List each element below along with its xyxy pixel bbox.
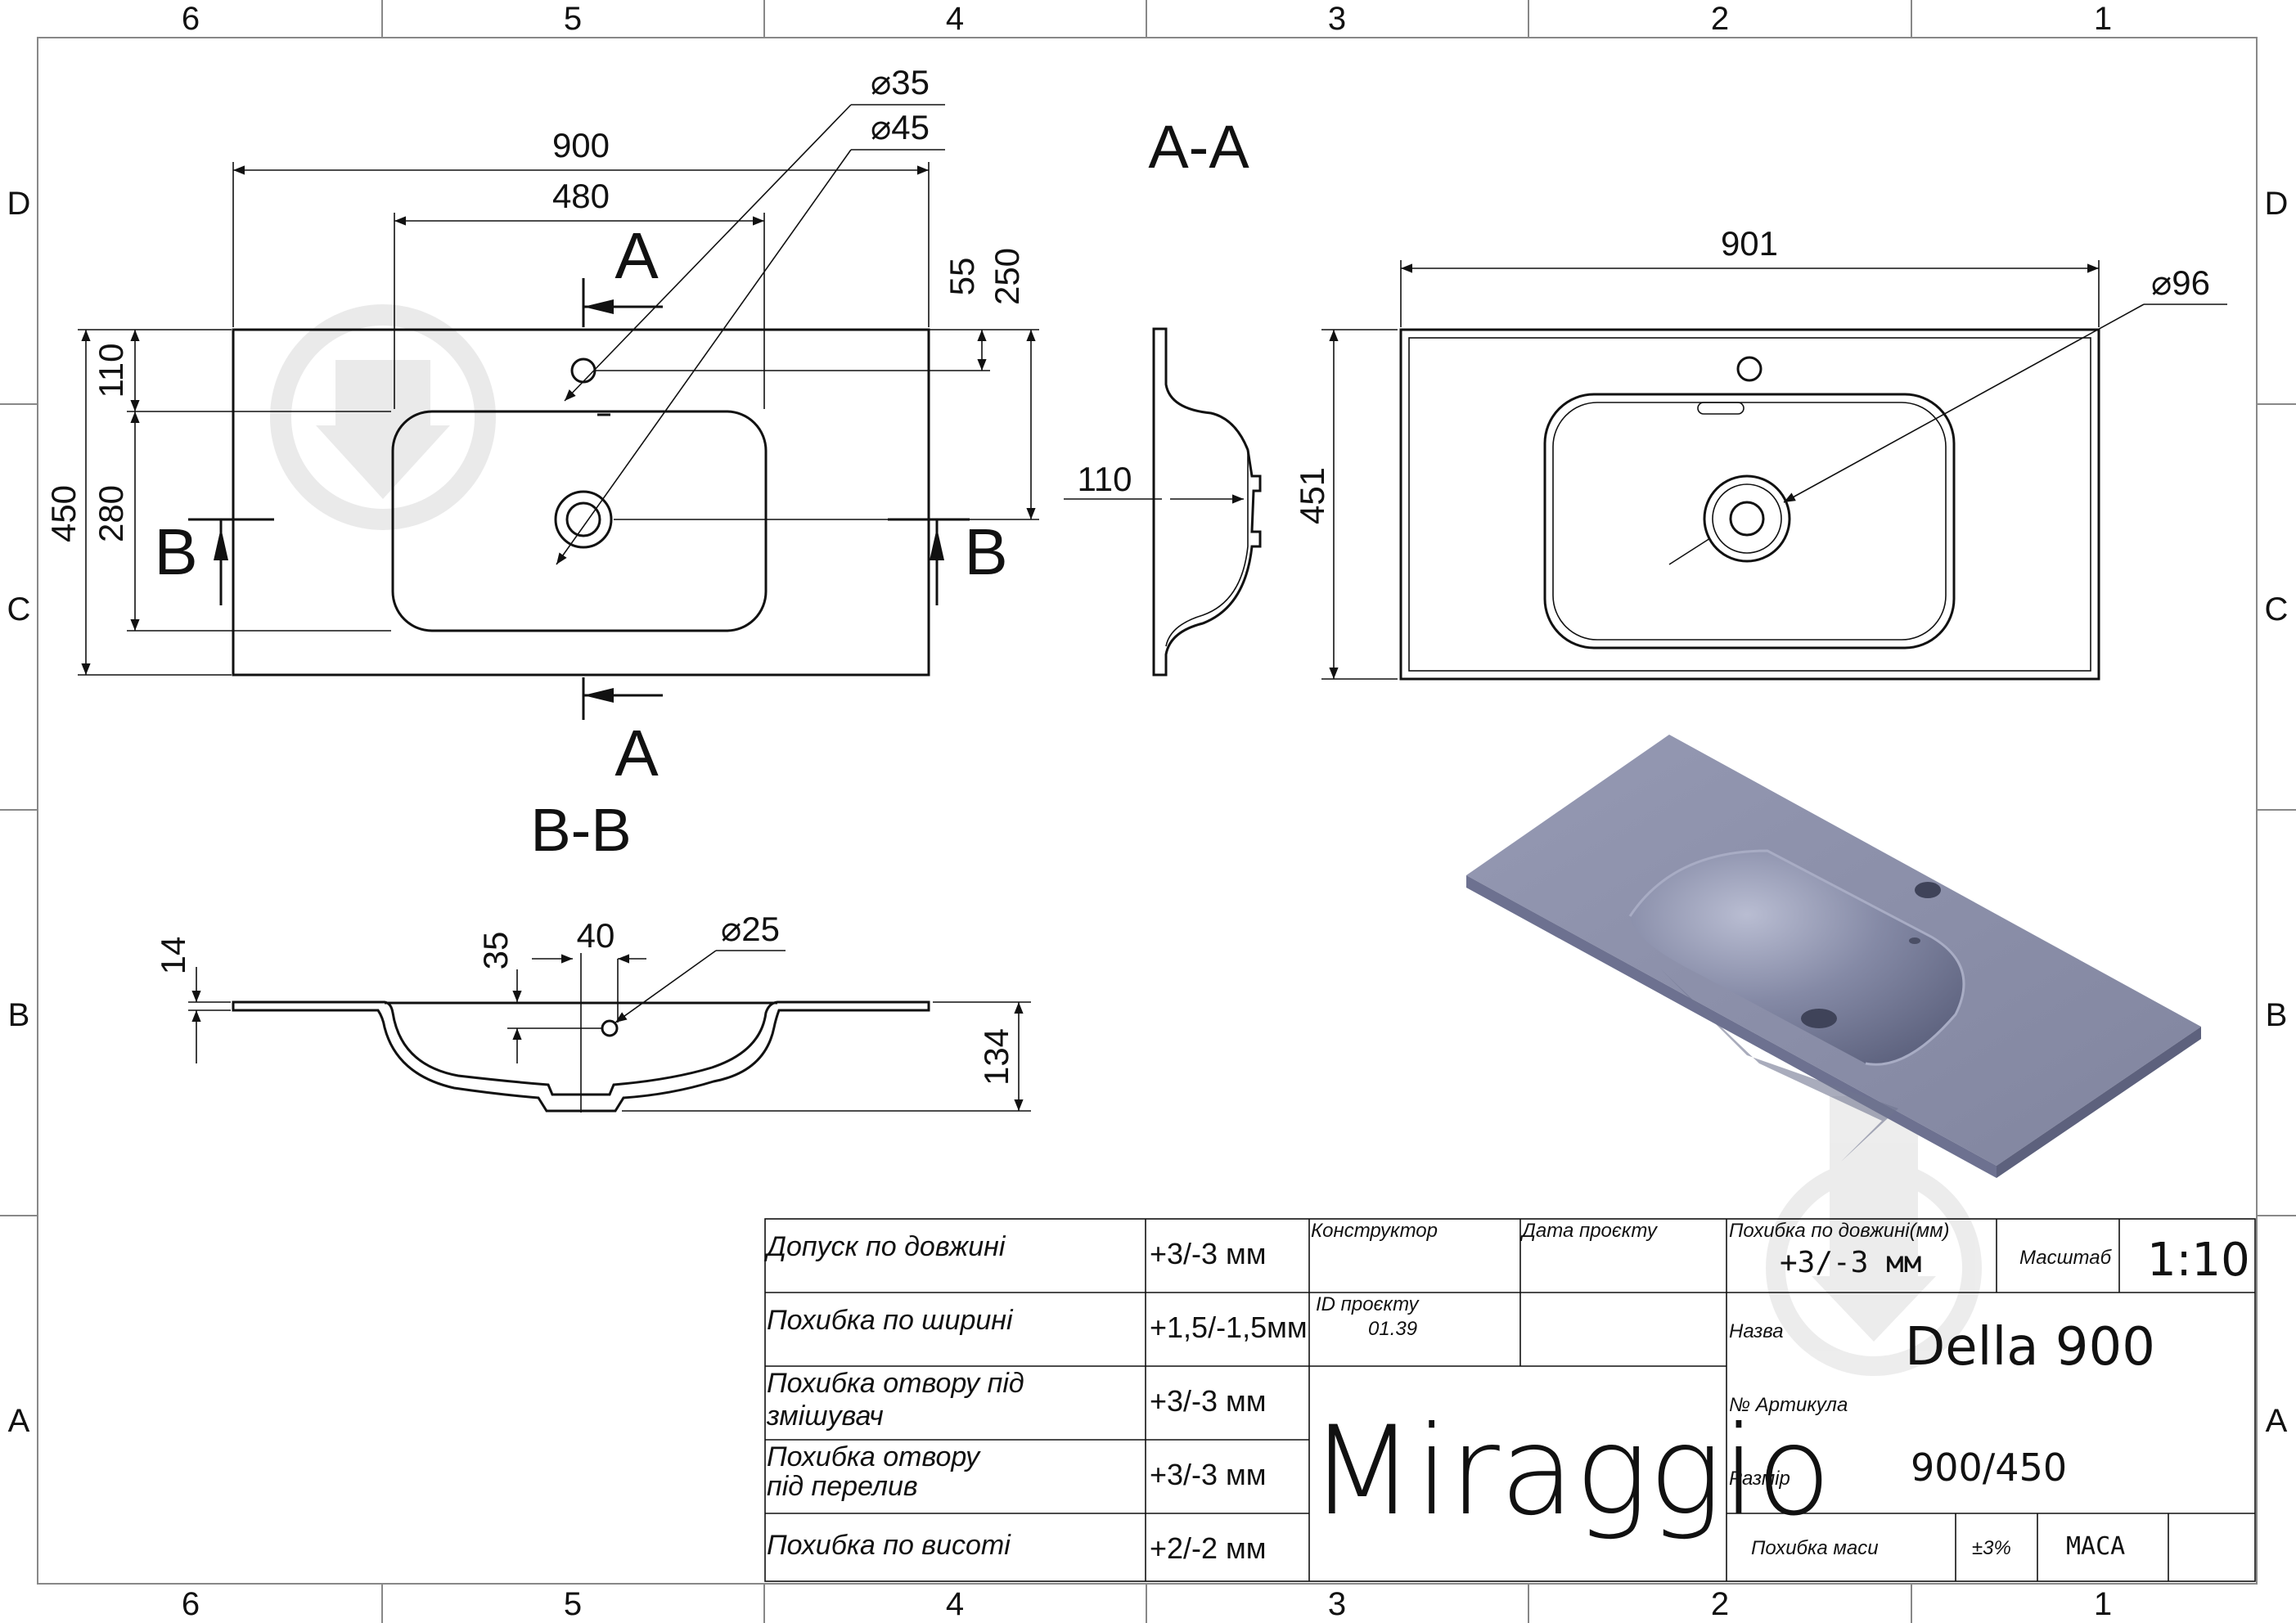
tolerance-mixer-hole-label: змішувач [766,1400,884,1432]
designer-label: Конструктор [1311,1220,1438,1242]
length-error-label: Похибка по довжині(мм) [1729,1220,1950,1242]
mass-error-label: Похибка маси [1751,1537,1879,1559]
dim-drain-hole: ⌀45 [871,108,930,146]
name-label: Назва [1729,1320,1784,1342]
cut-label-b-left: B [154,515,197,588]
zone-col-label: 5 [564,1,582,37]
tolerance-length-label: Допуск по довжині [763,1231,1006,1262]
zone-row-label: B [2266,997,2288,1033]
product-name: Della 900 [1905,1317,2155,1378]
dim-aa-depth-451: 451 [1293,467,1331,524]
size-label: Размір [1729,1468,1790,1490]
brand-logo: Miraggio [1309,1400,1831,1543]
zone-col-label: 3 [1328,1,1346,37]
dim-tap-hole: ⌀35 [871,63,930,101]
zone-col-label: 3 [1328,1586,1346,1622]
section-bb-view: B-B 14 35 40 ⌀25 134 [154,796,1031,1113]
zone-col-label: 2 [1711,1,1729,37]
zone-col-label: 4 [946,1,964,37]
dim-bb-offset-35: 35 [476,932,515,970]
scale-label: Масштаб [2019,1247,2113,1269]
zone-col-label: 6 [182,1586,200,1622]
dim-bb-drain-25: ⌀25 [721,910,780,948]
dim-side-rim-110: 110 [1078,460,1132,498]
zone-col-label: 1 [2094,1,2112,37]
dim-bowl-width: 480 [552,177,610,215]
dim-bowl-depth-280: 280 [92,485,130,542]
section-bb-title: B-B [530,796,631,864]
zone-col-label: 6 [182,1,200,37]
title-block: Допуск по довжині Похибка по ширині Похи… [763,1218,2256,1582]
zone-col-label: 1 [2094,1586,2112,1622]
cut-label-a-top: A [615,219,659,292]
side-section-view: 110 [1064,327,1262,677]
dim-aa-width-901: 901 [1721,224,1778,263]
article-label: № Артикула [1729,1394,1848,1416]
tolerance-mixer-hole-value: +3/-3 мм [1150,1384,1267,1418]
tolerance-overflow-hole-value: +3/-3 мм [1150,1458,1267,1491]
watermark-logo-icon [270,304,496,530]
sink-3d-render [1466,735,2201,1178]
dim-offset-55: 55 [943,258,981,296]
zone-col-label: 5 [564,1586,582,1622]
tolerance-height-label: Похибка по висоті [767,1530,1011,1561]
tolerance-overflow-hole-label: під перелив [767,1471,918,1502]
project-id-label: ID проєкту [1316,1293,1420,1315]
section-aa-view: A-A 901 451 ⌀96 [1148,113,2227,681]
product-size: 900/450 [1911,1445,2067,1490]
zone-row-label: B [8,997,30,1033]
tolerance-width-value: +1,5/-1,5мм [1150,1311,1308,1344]
scale-value: 1:10 [2147,1234,2250,1287]
mass-label: МАСА [2066,1532,2125,1561]
zone-row-label: D [2265,186,2289,222]
tolerance-height-value: +2/-2 мм [1150,1531,1267,1565]
tolerance-length-value: +3/-3 мм [1150,1237,1267,1270]
zone-row-label: C [7,591,31,627]
tolerance-mixer-hole-label: Похибка отвору під [767,1368,1024,1399]
zone-row-label: C [2265,591,2289,627]
dim-overall-width: 900 [552,126,610,164]
zone-col-label: 4 [946,1586,964,1622]
dim-bb-rim-14: 14 [154,937,192,975]
mass-error-value: ±3% [1972,1537,2011,1559]
dim-depth-450: 450 [44,485,83,542]
project-date-label: Дата проєкту [1519,1220,1659,1242]
dim-aa-drain-96: ⌀96 [2151,263,2210,302]
tolerance-overflow-hole-label: Похибка отвору [767,1441,981,1472]
length-error-value: +3/-3 мм [1780,1246,1921,1279]
cut-label-a-bottom: A [615,717,659,789]
project-id-value: 01.39 [1368,1318,1417,1340]
dim-tap-offset-110: 110 [92,344,130,398]
section-aa-title: A-A [1148,113,1249,181]
cut-label-b-right: B [964,515,1007,588]
dim-bb-height-134: 134 [977,1028,1015,1086]
zone-row-label: D [7,186,31,222]
zone-row-label: A [8,1403,30,1439]
dim-offset-250: 250 [988,248,1026,305]
dim-bb-drain-40: 40 [577,916,615,955]
tolerance-width-label: Похибка по ширині [767,1305,1014,1336]
top-view: 900 480 ⌀35 ⌀45 55 250 450 280 110 A A B… [44,63,1039,789]
zone-col-label: 2 [1711,1586,1729,1622]
zone-row-label: A [2266,1403,2288,1439]
